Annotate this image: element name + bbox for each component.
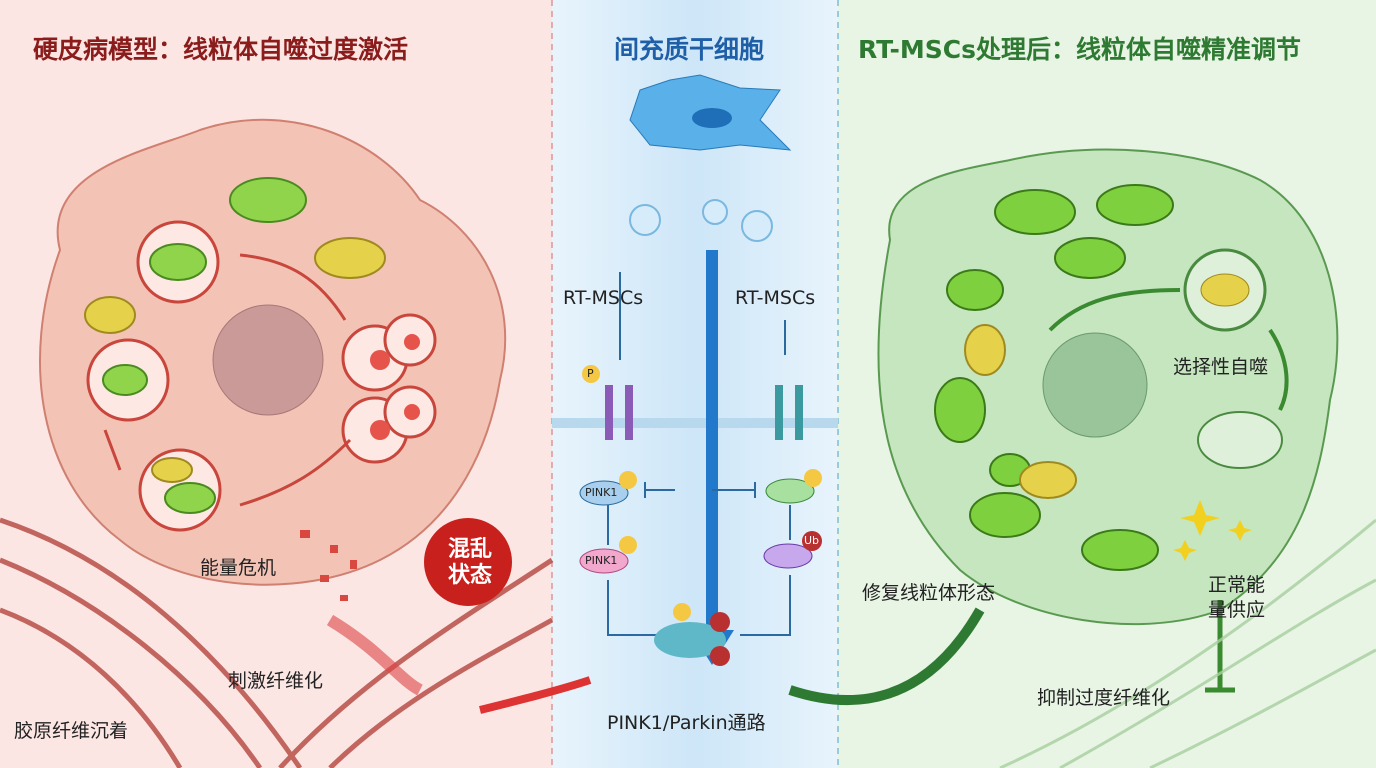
energy-crisis-label: 能量危机 [200, 557, 277, 579]
chaos-label: 混乱状态 [448, 537, 492, 589]
ub-badge: Ub [804, 534, 820, 547]
msc-cell [629, 74, 792, 151]
nucleus-green [1042, 332, 1148, 438]
pink1-bottom-label: PINK1 [585, 554, 618, 567]
treated-cell [877, 148, 1339, 626]
diseased-cell [39, 118, 507, 601]
repair-arrow [788, 607, 985, 705]
pink1-top-label: PINK1 [585, 486, 618, 499]
stimulate-fibrosis-label: 刺激纤维化 [228, 670, 324, 692]
parkin-complex [654, 622, 726, 658]
inhibit-fibrosis-label: 抑制过度纤维化 [1037, 687, 1171, 709]
fibers-right [999, 518, 1376, 768]
chaos-line-2: 状态 [448, 563, 493, 588]
normal-energy-label: 正常能量供应 [1208, 573, 1265, 623]
middle-title: 间充质干细胞 [614, 35, 765, 64]
pink1-top-node [579, 480, 629, 506]
fibrosis-arrow [326, 614, 423, 696]
arrow-to-pathway [479, 676, 592, 714]
rt-mscs-left-label: RT-MSCs [563, 287, 644, 309]
lysosome [1197, 411, 1283, 469]
exosomes [629, 199, 773, 242]
badges [582, 365, 822, 666]
right-title: RT-MSCs处理后：线粒体自噬精准调节 [858, 35, 1301, 64]
selective-autophagy-label: 选择性自噬 [1173, 356, 1269, 378]
parkin-node [763, 543, 813, 569]
normal-energy-line-1: 正常能 [1208, 574, 1266, 596]
repair-label: 修复线粒体形态 [862, 582, 996, 604]
pathway-label: PINK1/Parkin通路 [607, 712, 766, 734]
chaos-line-1: 混乱 [448, 537, 493, 562]
collagen-fibers [0, 517, 554, 768]
rt-mscs-right-label: RT-MSCs [735, 287, 816, 309]
receptor-left [605, 385, 633, 440]
collagen-label: 胶原纤维沉着 [14, 720, 129, 742]
receptor-right [775, 385, 803, 440]
chaos-badge [424, 518, 512, 606]
nucleus [212, 304, 324, 416]
green-node [765, 478, 815, 504]
membrane [552, 418, 838, 428]
pink1-bottom-node [579, 548, 629, 574]
phospho-badge: P [587, 367, 594, 380]
normal-energy-line-2: 量供应 [1208, 599, 1266, 621]
left-title: 硬皮病模型：线粒体自噬过度激活 [33, 35, 409, 64]
